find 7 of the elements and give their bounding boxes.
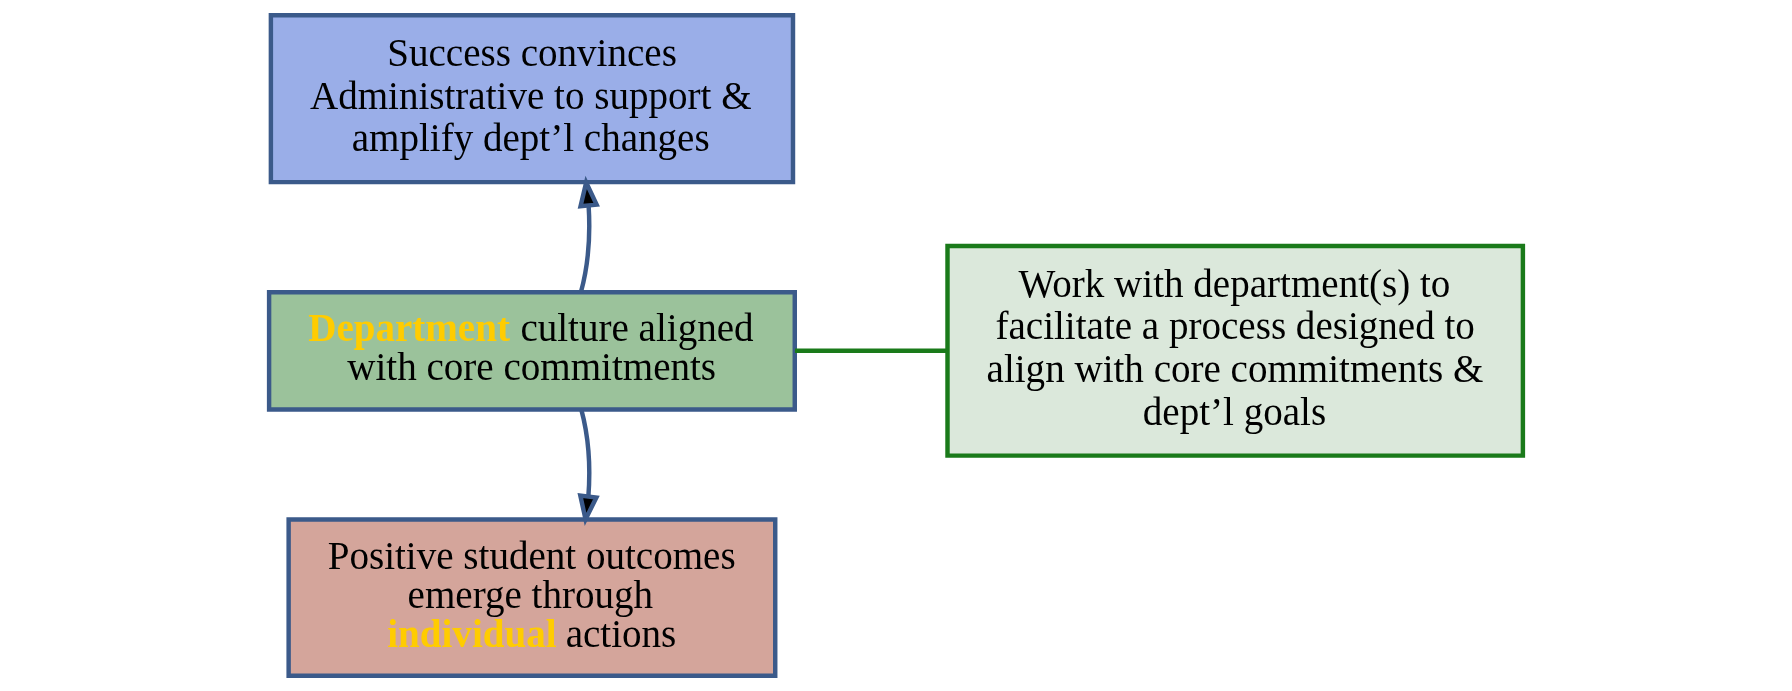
connector bbox=[794, 348, 948, 354]
node-box: Success convinces Administrative to support & amplify dept’l changes bbox=[268, 12, 796, 185]
node-box: Work with department(s) to facilitate a process designed to align with core commitments & dept’l goals bbox=[945, 243, 1526, 458]
node-box: Positive student outcomes emerge through individual actions bbox=[286, 517, 778, 679]
arrow bbox=[577, 175, 600, 293]
node-box: Department culture aligned with core commitments bbox=[266, 290, 797, 412]
arrow bbox=[577, 409, 600, 527]
